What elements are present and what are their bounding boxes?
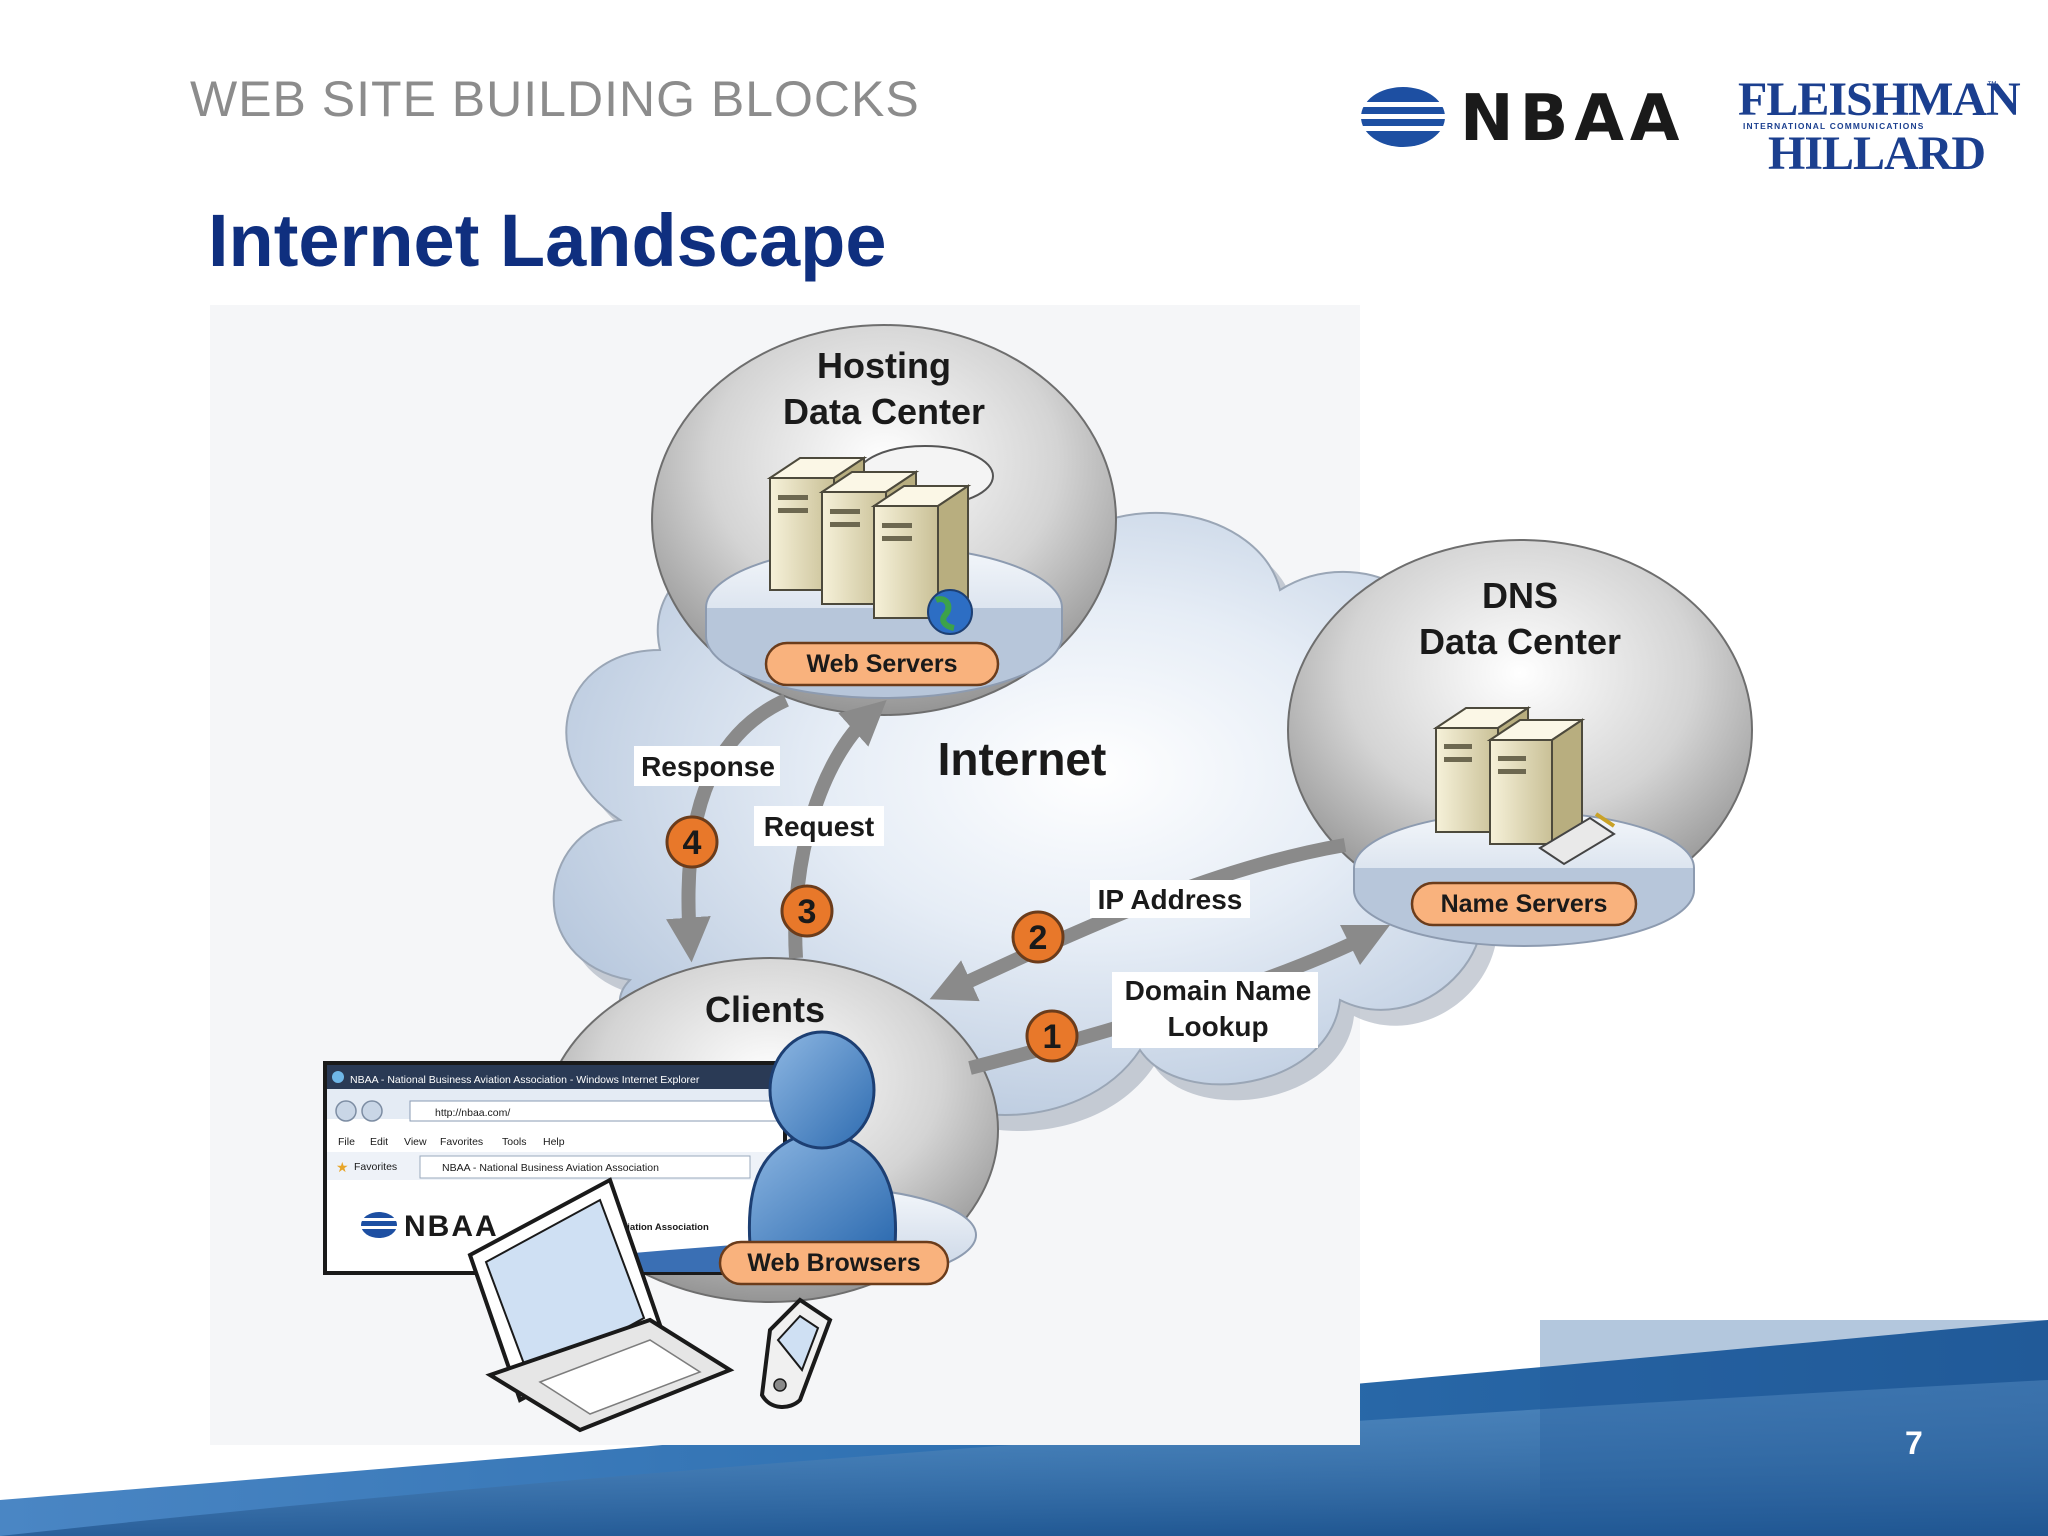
- step-2-number: 2: [1029, 919, 1048, 957]
- browser-tab: [419, 1155, 751, 1179]
- favorites-label: Favorites: [354, 1161, 397, 1173]
- browser-title: NBAA - National Business Aviation Associ…: [350, 1074, 700, 1086]
- step-1-number: 1: [1043, 1018, 1062, 1056]
- handheld-device-icon: [759, 1297, 833, 1409]
- name-server-icon: [1486, 718, 1586, 846]
- menu-view: View: [404, 1136, 427, 1148]
- page-title: Internet Landscape: [208, 199, 887, 282]
- domain-name-label: Domain Name: [1125, 975, 1312, 1006]
- dns-title-line1: DNS: [1482, 575, 1558, 616]
- nbaa-globe-icon: [1358, 87, 1448, 147]
- page-nbaa-logo-icon: [360, 1212, 398, 1238]
- back-icon: [335, 1100, 357, 1122]
- fleishman-wordmark: FLEISHMAN: [1738, 73, 2021, 126]
- menu-help: Help: [543, 1136, 565, 1148]
- response-label: Response: [641, 751, 775, 782]
- web-servers-badge: Web Servers: [764, 641, 1000, 687]
- request-label: Request: [764, 811, 874, 842]
- ip-address-label: IP Address: [1098, 884, 1243, 915]
- international-communications-text: INTERNATIONAL COMMUNICATIONS: [1743, 121, 1925, 131]
- step-4-response: Response 4: [634, 746, 780, 869]
- menu-tools: Tools: [502, 1136, 527, 1148]
- hillard-wordmark: HILLARD: [1768, 127, 1986, 180]
- star-icon: ★: [336, 1159, 349, 1175]
- step-3-number: 3: [798, 893, 817, 931]
- step-4-number: 4: [683, 824, 702, 862]
- step-2-badge: [1011, 910, 1065, 964]
- name-servers-label: Name Servers: [1441, 890, 1608, 918]
- step-2-ip-address: IP Address 2: [1011, 880, 1250, 964]
- page-tagline: viation Association: [622, 1222, 709, 1233]
- web-browsers-badge: Web Browsers: [718, 1240, 950, 1286]
- web-browsers-label: Web Browsers: [747, 1249, 920, 1277]
- forward-icon: [361, 1100, 383, 1122]
- nbaa-wordmark: NBAA: [1460, 82, 1686, 156]
- tab-label: NBAA - National Business Aviation Associ…: [442, 1162, 659, 1174]
- menu-file: File: [338, 1136, 355, 1148]
- page-nbaa-wordmark: NBAA: [404, 1210, 499, 1243]
- network-card-icon: [1538, 812, 1616, 866]
- web-servers-label: Web Servers: [806, 650, 957, 678]
- hosting-title-line2: Data Center: [783, 391, 985, 432]
- step-4-badge: [665, 815, 719, 869]
- laptop-icon: [467, 1177, 735, 1433]
- section-title: WEB SITE BUILDING BLOCKS: [190, 71, 920, 127]
- ie-icon: [332, 1071, 344, 1083]
- web-server-icon: [870, 484, 972, 620]
- menu-edit: Edit: [370, 1136, 388, 1148]
- dns-title-line2: Data Center: [1419, 621, 1621, 662]
- page-number: 7: [1905, 1425, 1923, 1461]
- clients-title: Clients: [705, 989, 825, 1030]
- step-1-badge: [1025, 1009, 1079, 1063]
- lookup-label: Lookup: [1167, 1011, 1268, 1042]
- hosting-title-line1: Hosting: [817, 345, 951, 386]
- menu-favorites: Favorites: [440, 1136, 483, 1148]
- name-servers-badge: Name Servers: [1410, 881, 1638, 927]
- step-3-request: Request 3: [754, 806, 884, 938]
- globe-icon: [927, 589, 973, 635]
- user-person-icon: [747, 1030, 898, 1247]
- trademark-mark: ™: [1987, 80, 1997, 91]
- hosting-data-center: Hosting Data Center: [651, 324, 1117, 716]
- step-3-badge: [780, 884, 834, 938]
- internet-label: Internet: [938, 733, 1107, 785]
- dns-data-center: DNS Data Center Name Servers: [1287, 539, 1753, 947]
- address-text: http://nbaa.com/: [435, 1107, 510, 1119]
- step-1-domain-name-lookup: Domain Name Lookup 1: [1025, 972, 1318, 1063]
